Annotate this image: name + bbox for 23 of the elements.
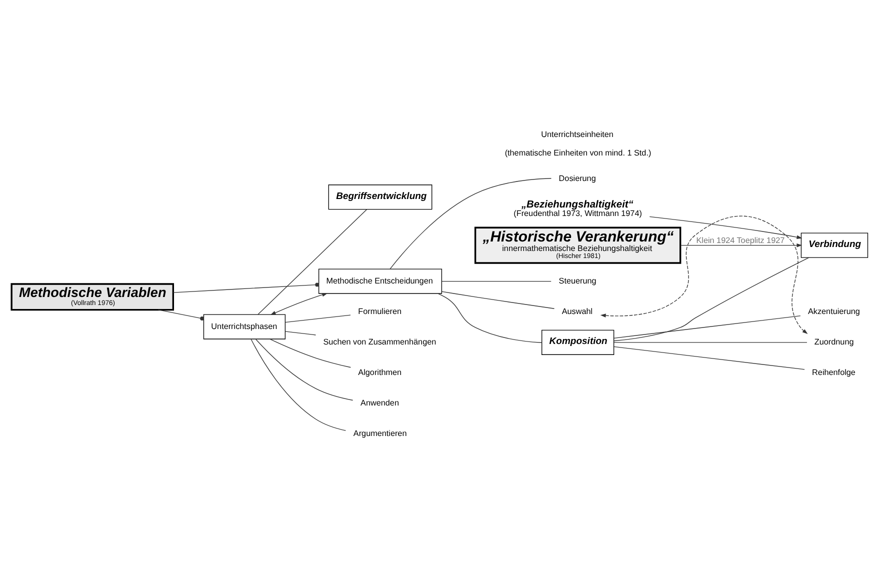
connector [270,338,351,368]
connector [438,293,542,343]
arrow [270,292,328,315]
connector [614,342,808,343]
connector [613,257,810,342]
node-box: Begriffsentwicklung [328,184,432,210]
connector [158,310,204,320]
node-box: Verbindung [800,232,868,258]
connector [172,282,320,293]
connector [284,331,316,336]
connector [614,316,801,338]
arrow [680,243,802,248]
connector [442,280,552,282]
connector [614,346,805,370]
node-box: Komposition [542,330,614,355]
connector [284,314,351,323]
connector [390,178,552,270]
arrow [649,216,802,240]
connector [250,338,346,431]
connector [255,338,354,401]
connector [441,291,555,309]
arrow [600,216,808,334]
connector [258,209,368,315]
